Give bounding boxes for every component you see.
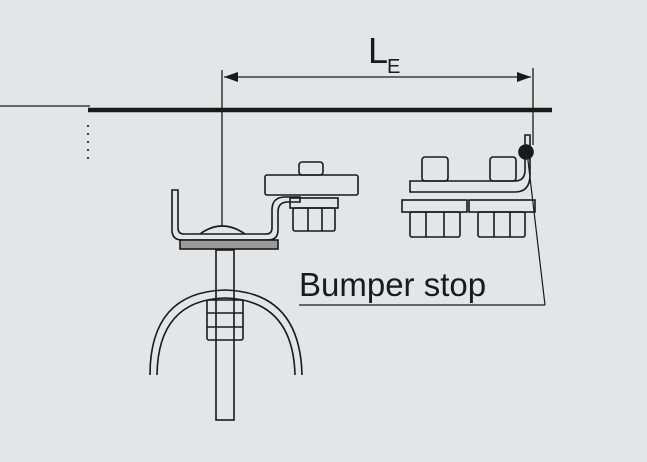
hanger	[149, 249, 303, 421]
dimension-subscript: E	[387, 56, 401, 78]
dimension-line	[221, 68, 534, 226]
arrow-right-icon	[517, 72, 531, 82]
bumper-stop-label: Bumper stop	[299, 266, 487, 303]
end-assembly	[401, 134, 536, 238]
dimension-symbol: L	[368, 30, 389, 71]
bumper-stop	[299, 144, 546, 306]
arrow-left-icon	[224, 72, 238, 82]
left-clamp	[171, 161, 359, 250]
rail	[0, 105, 552, 160]
